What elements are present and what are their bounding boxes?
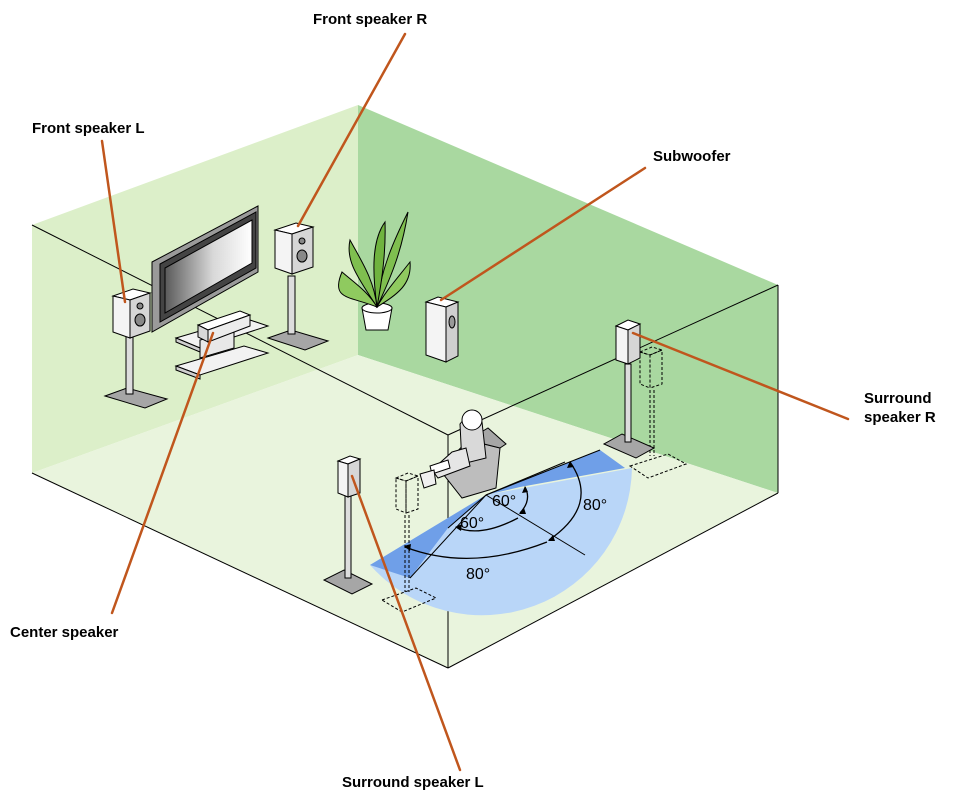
listening-zones: 60° 60° 80° 80°	[370, 449, 632, 616]
angle-inner-front: 60°	[492, 493, 516, 510]
label-front-speaker-r: Front speaker R	[313, 11, 427, 28]
right-wall	[358, 105, 778, 493]
zone-light	[370, 468, 632, 616]
labels: Front speaker L Front speaker R Subwoofe…	[10, 11, 936, 791]
label-front-speaker-l: Front speaker L	[32, 120, 145, 137]
plant	[337, 211, 411, 331]
zone-dark-right	[486, 450, 625, 495]
front-speaker-l	[103, 288, 169, 409]
zone-dark-left	[370, 495, 486, 578]
angle-inner-back: 60°	[460, 515, 484, 532]
label-center-speaker: Center speaker	[10, 624, 119, 641]
listener-chair	[419, 409, 507, 499]
leader-lines	[100, 32, 850, 772]
label-subwoofer: Subwoofer	[653, 148, 731, 165]
surround-speaker-r	[602, 319, 688, 479]
surround-speaker-l	[322, 455, 438, 613]
label-surround-r-line1: Surround	[864, 390, 932, 407]
label-surround-speaker-l: Surround speaker L	[342, 774, 484, 791]
angle-outer-right: 80°	[583, 497, 607, 514]
room	[31, 105, 779, 669]
label-surround-r-line2: speaker R	[864, 409, 936, 426]
tv	[151, 205, 259, 333]
subwoofer	[424, 296, 460, 363]
angle-outer-left: 80°	[466, 566, 490, 583]
front-speaker-r	[266, 222, 330, 351]
floor	[32, 355, 778, 668]
tv-rack	[174, 310, 270, 380]
